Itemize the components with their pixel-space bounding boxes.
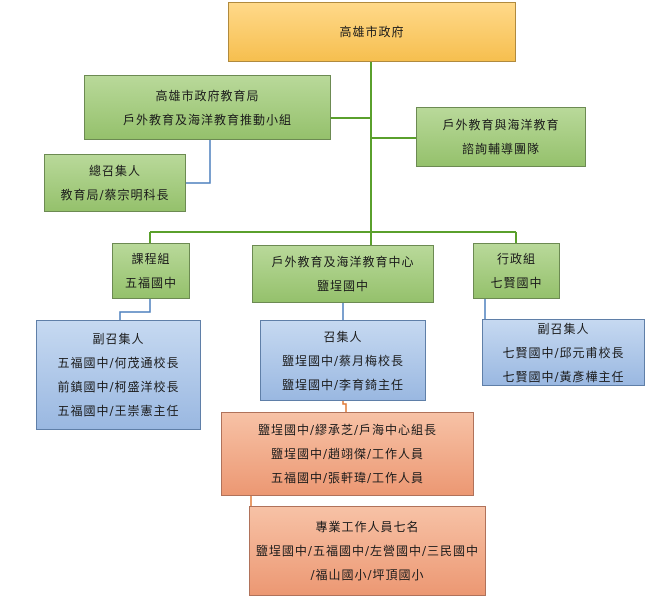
professional-schools: 鹽埕國中/五福國中/左營國中/三民國中: [255, 544, 480, 558]
convener-general-title: 總召集人: [88, 164, 141, 178]
convener-center-member: 鹽埕國中/蔡月梅校長: [281, 353, 405, 368]
staff-member: 鹽埕國中/趙翊傑/工作人員: [270, 447, 425, 461]
staff-connector: [342, 401, 347, 412]
deputy-left-box: 副召集人 五福國中/何茂通校長 前鎮國中/柯盛洋校長 五福國中/王崇憲主任: [36, 320, 201, 430]
convener-general-box: 總召集人 教育局/蔡宗明科長: [44, 154, 186, 212]
advisory-sublabel: 諮詢輔導團隊: [461, 142, 540, 156]
advisory-box: 戶外教育與海洋教育 諮詢輔導團隊: [416, 107, 586, 167]
professional-title: 專業工作人員七名: [315, 520, 420, 534]
deputy-left-member: 前鎮國中/柯盛洋校長: [57, 380, 180, 394]
deputy-right-member: 七賢國中/邱元甫校長: [502, 345, 625, 360]
admin-school: 七賢國中: [490, 276, 543, 290]
center-box: 戶外教育及海洋教育中心 鹽埕國中: [252, 245, 434, 303]
edu-bureau-label: 高雄市政府教育局: [155, 88, 260, 103]
center-label: 戶外教育及海洋教育中心: [271, 255, 415, 269]
deputy-left-member: 五福國中/王崇憲主任: [57, 404, 180, 418]
deputy-right-box: 副召集人 七賢國中/邱元甫校長 七賢國中/黃彥樺主任: [482, 319, 645, 386]
admin-box: 行政組 七賢國中: [473, 243, 560, 299]
deputy-left-connector: [119, 299, 151, 320]
staff-box: 鹽埕國中/繆承芝/戶海中心組長 鹽埕國中/趙翊傑/工作人員 五福國中/張軒瑋/工…: [221, 412, 474, 496]
staff-member: 鹽埕國中/繆承芝/戶海中心組長: [257, 423, 438, 437]
deputy-left-title: 副召集人: [92, 332, 145, 346]
curriculum-label: 課程組: [131, 252, 171, 266]
deputy-right-member: 七賢國中/黃彥樺主任: [502, 369, 625, 384]
edu-bureau-box: 高雄市政府教育局 戶外教育及海洋教育推動小組: [84, 75, 331, 140]
curriculum-school: 五福國中: [124, 276, 177, 290]
edu-bureau-sublabel: 戶外教育及海洋教育推動小組: [122, 112, 292, 127]
advisory-label: 戶外教育與海洋教育: [442, 118, 560, 132]
deputy-right-title: 副召集人: [537, 321, 590, 336]
convener-center-box: 召集人 鹽埕國中/蔡月梅校長 鹽埕國中/李育錡主任: [260, 320, 426, 401]
staff-member: 五福國中/張軒瑋/工作人員: [270, 471, 425, 485]
deputy-left-member: 五福國中/何茂通校長: [57, 356, 180, 370]
professional-schools-cont: /福山國小/坪頂國小: [310, 568, 425, 582]
convener-center-member: 鹽埕國中/李育錡主任: [281, 377, 405, 392]
center-school: 鹽埕國中: [316, 279, 369, 293]
professional-box: 專業工作人員七名 鹽埕國中/五福國中/左營國中/三民國中 /福山國小/坪頂國小: [249, 506, 486, 596]
root-label: 高雄市政府: [339, 25, 405, 39]
convener-center-title: 召集人: [323, 329, 363, 344]
convener-general-name: 教育局/蔡宗明科長: [60, 188, 170, 202]
admin-label: 行政組: [496, 252, 536, 266]
curriculum-box: 課程組 五福國中: [112, 243, 190, 299]
convener-general-connector: [186, 140, 211, 184]
root-box: 高雄市政府: [228, 2, 516, 62]
